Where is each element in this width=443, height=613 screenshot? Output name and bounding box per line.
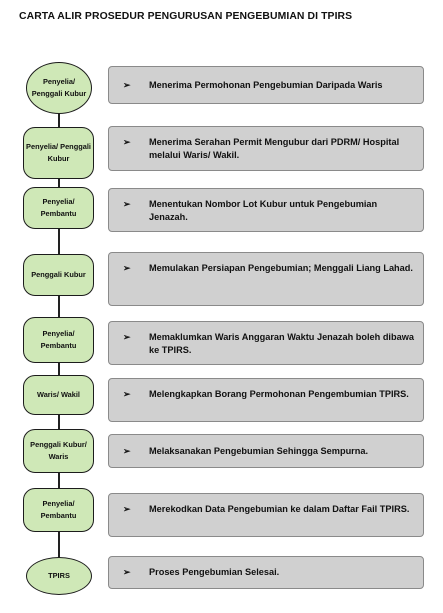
step-text-7: Melaksanakan Pengebumian Sehingga Sempur… (149, 445, 369, 456)
step-text-6: Melengkapkan Borang Permohonan Pengembum… (149, 389, 409, 399)
step-box-7: ➢ Melaksanakan Pengebumian Sehingga Semp… (108, 434, 424, 468)
arrow-bullet-icon: ➢ (123, 332, 131, 342)
role-node-6: Waris/ Wakil (23, 375, 94, 415)
arrow-bullet-icon: ➢ (123, 79, 131, 90)
role-node-8: Penyelia/ Pembantu (23, 488, 94, 532)
arrow-bullet-icon: ➢ (123, 137, 131, 147)
step-box-6: ➢ Melengkapkan Borang Permohonan Pengemb… (108, 378, 424, 422)
role-node-5: Penyelia/ Pembantu (23, 317, 94, 363)
arrow-bullet-icon: ➢ (123, 199, 131, 209)
step-box-3: ➢ Menentukan Nombor Lot Kubur untuk Peng… (108, 188, 424, 232)
step-box-2: ➢ Menerima Serahan Permit Mengubur dari … (108, 126, 424, 171)
role-node-7: Penggali Kubur/ Waris (23, 429, 94, 473)
role-node-4: Penggali Kubur (23, 254, 94, 296)
role-node-3: Penyelia/ Pembantu (23, 187, 94, 229)
step-text-1: Menerima Permohonan Pengebumian Daripada… (149, 79, 383, 90)
page-title: CARTA ALIR PROSEDUR PENGURUSAN PENGEBUMI… (19, 11, 353, 22)
step-text-5: Memaklumkan Waris Anggaran Waktu Jenazah… (149, 332, 414, 355)
arrow-bullet-icon: ➢ (123, 567, 131, 577)
step-box-8: ➢ Merekodkan Data Pengebumian ke dalam D… (108, 493, 424, 537)
arrow-bullet-icon: ➢ (123, 389, 131, 399)
step-text-8: Merekodkan Data Pengebumian ke dalam Daf… (149, 504, 410, 514)
step-box-5: ➢ Memaklumkan Waris Anggaran Waktu Jenaz… (108, 321, 424, 365)
step-box-1: ➢ Menerima Permohonan Pengebumian Daripa… (108, 66, 424, 104)
step-text-3: Menentukan Nombor Lot Kubur untuk Pengeb… (149, 199, 378, 222)
step-box-4: ➢ Memulakan Persiapan Pengebumian; Mengg… (108, 252, 424, 306)
role-node-2: Penyelia/ Penggali Kubur (23, 127, 94, 179)
role-node-9: TPIRS (26, 557, 92, 595)
step-text-2: Menerima Serahan Permit Mengubur dari PD… (149, 137, 400, 160)
arrow-bullet-icon: ➢ (123, 263, 131, 273)
arrow-bullet-icon: ➢ (123, 445, 131, 456)
arrow-bullet-icon: ➢ (123, 504, 131, 514)
step-text-4: Memulakan Persiapan Pengebumian; Menggal… (149, 263, 413, 273)
step-box-9: ➢ Proses Pengebumian Selesai. (108, 556, 424, 589)
role-node-1: Penyelia/ Penggali Kubur (26, 62, 92, 114)
step-text-9: Proses Pengebumian Selesai. (149, 567, 280, 577)
